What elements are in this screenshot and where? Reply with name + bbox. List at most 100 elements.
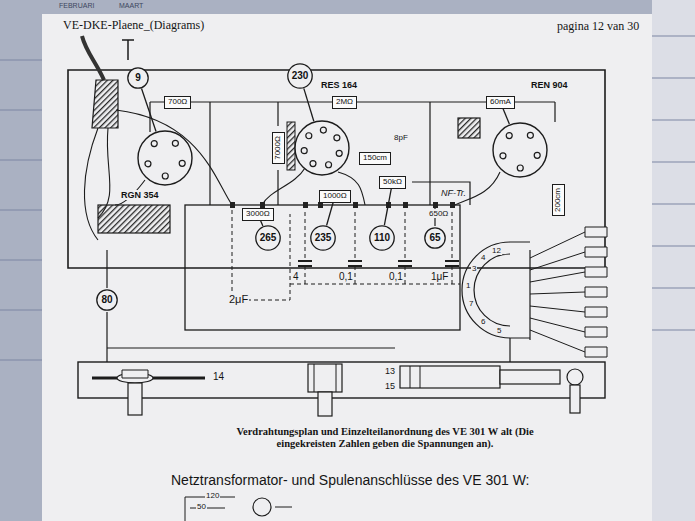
voltage-circle: 80 <box>96 289 118 311</box>
voltage-value: 9 <box>135 73 141 83</box>
calendar-month: FEBRUARI <box>58 2 95 10</box>
socket-pin <box>145 161 151 167</box>
voltage-value: 65 <box>429 233 440 243</box>
transformer-symbol <box>458 118 480 138</box>
terminal-number: 7 <box>468 299 474 308</box>
capacitor-value: 0,1 <box>338 271 354 283</box>
voltage-value: 110 <box>374 233 390 243</box>
component-value: 200cm <box>554 188 563 212</box>
tube-socket: RGN 354 <box>137 130 193 186</box>
component-value: 2MΩ <box>336 98 353 107</box>
mains-cable <box>82 36 104 80</box>
resistor-box: 7000Ω <box>272 132 285 164</box>
capacitor-value: 1μF <box>430 271 449 283</box>
figure-caption: Verdrahtungsplan und Einzelteilanordnung… <box>214 426 556 450</box>
page-header: VE-DKE-Plaene_(Diagrams) <box>62 19 205 33</box>
tube-type: RGN 354 <box>120 190 160 200</box>
resistor-box: 700Ω <box>164 96 191 109</box>
terminal-number: 12 <box>491 246 502 255</box>
component-label: NF-Tr. <box>440 188 467 198</box>
solder-tab <box>585 227 607 357</box>
socket-pin <box>306 133 312 139</box>
wiring <box>107 102 555 362</box>
socket-ring <box>295 121 349 175</box>
partial-diagram <box>253 498 271 516</box>
tube-socket: RES 164 <box>294 120 350 176</box>
socket-pin <box>506 133 512 139</box>
terminal-number: 6 <box>480 317 486 326</box>
socket-pin <box>151 141 157 147</box>
socket-outline <box>137 130 193 186</box>
socket-ring <box>493 123 547 177</box>
socket-pin <box>326 162 332 168</box>
capacitor-value: 2μF <box>228 293 249 306</box>
socket-pin <box>162 173 168 179</box>
partial-diagram <box>185 497 292 521</box>
component-value: 1000Ω <box>323 192 347 201</box>
voltage-circle: 230 <box>287 63 313 89</box>
socket-pin <box>310 161 316 167</box>
voltage-circle: 265 <box>255 225 281 251</box>
voltage-circle: 9 <box>127 67 149 89</box>
resistor-box: 60mA <box>486 96 515 109</box>
wire-connector <box>304 88 314 121</box>
voltage-value: 265 <box>260 233 277 243</box>
voltage-ring <box>370 226 394 250</box>
tuning-hub <box>122 370 148 378</box>
voltage-ring <box>256 226 280 250</box>
socket-pin <box>517 165 523 171</box>
callout-number: 13 <box>384 366 396 376</box>
dimension-label: 50 <box>196 502 207 511</box>
antenna-socket <box>122 40 134 60</box>
capacitor-body <box>314 364 336 392</box>
component-value: 8pF <box>393 133 409 142</box>
component-value: 650Ω <box>428 209 449 218</box>
component-value: 50kΩ <box>383 178 402 187</box>
component-value: 7000Ω <box>274 136 283 160</box>
wire-connector <box>503 109 509 124</box>
voltage-circle: 110 <box>369 225 395 251</box>
capacitor-symbol <box>298 261 459 266</box>
switch-rod <box>500 370 560 384</box>
voltage-ring <box>288 64 312 88</box>
component-value: 3000Ω <box>246 210 270 219</box>
terminal-number: 3 <box>471 264 477 273</box>
resistor-box: 200cm <box>552 184 565 216</box>
voltage-ring <box>128 68 148 88</box>
socket-pin <box>334 135 340 141</box>
paper-page <box>42 14 652 521</box>
terminal-number: 1 <box>465 281 471 290</box>
socket-pin <box>320 127 326 133</box>
dimension-label: 120 <box>205 491 220 500</box>
capacitor-value: 4 <box>292 271 300 283</box>
resistor-box: 50kΩ <box>379 176 406 189</box>
tube-type: RES 164 <box>320 80 358 90</box>
resistor-box: 3000Ω <box>242 208 274 221</box>
voltage-value: 230 <box>292 71 309 81</box>
calendar-month: MAART <box>118 2 144 10</box>
wire-connector <box>384 189 391 225</box>
section-heading: Netztransformator- und Spulenanschlüsse … <box>170 472 530 488</box>
tube-socket: REN 904 <box>492 122 548 178</box>
transformer-frame <box>185 205 460 330</box>
socket-pin <box>179 160 185 166</box>
callout-number: 14 <box>212 371 225 383</box>
cable-clamp <box>92 80 118 128</box>
component-value: 700Ω <box>168 98 187 107</box>
control-shaft <box>318 392 332 416</box>
voltage-value: 80 <box>101 295 112 305</box>
voltage-circle: 65 <box>424 227 446 249</box>
socket-pin <box>527 132 533 138</box>
socket-outline <box>294 120 350 176</box>
coil-switch-body <box>410 366 420 388</box>
terminal-number: 5 <box>496 326 502 335</box>
voltage-ring <box>311 226 335 250</box>
page-number: pagina 12 van 30 <box>556 20 640 34</box>
cable-harness <box>84 110 232 240</box>
component-value: 150cm <box>363 154 387 163</box>
terminal-number: 4 <box>480 253 486 262</box>
tuning-shaft <box>128 383 142 415</box>
tube-type: REN 904 <box>530 80 569 90</box>
